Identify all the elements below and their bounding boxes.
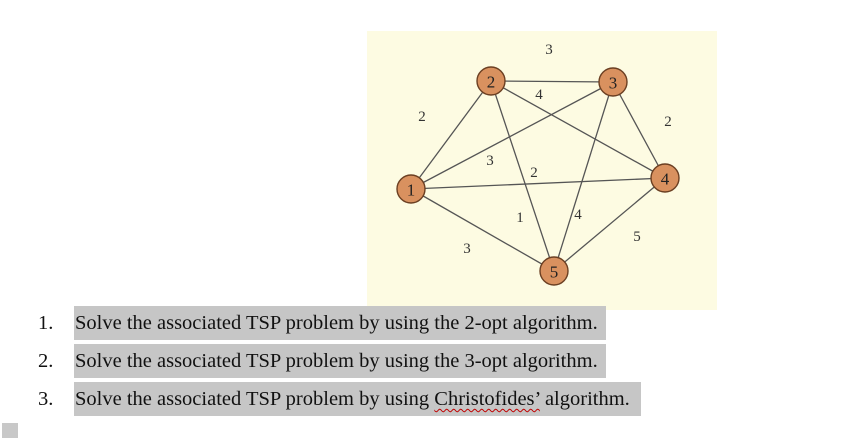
edge-2-3	[490, 80, 614, 83]
edge-weight-2-3: 3	[545, 42, 553, 58]
edge-weights: 2 3 2 3 3 4 1 2 4 5	[418, 42, 672, 257]
question-text: Solve the associated TSP problem by usin…	[74, 344, 606, 378]
edge-weight-2-4: 4	[535, 87, 543, 103]
edge-weight-2-5: 1	[516, 210, 524, 226]
graph-edges	[410, 80, 666, 272]
graph-node-5: 5	[539, 256, 569, 286]
graph-node-label: 3	[609, 74, 618, 93]
edge-weight-1-5: 3	[463, 241, 471, 257]
graph-nodes: 1 2 3 4 5	[396, 66, 680, 286]
question-number: 2.	[38, 350, 54, 372]
graph-node-4: 4	[650, 163, 680, 193]
graph-node-label: 4	[661, 170, 670, 189]
edge-weight-1-2: 2	[418, 109, 426, 125]
question-text: Solve the associated TSP problem by usin…	[74, 306, 606, 340]
graph-node-3: 3	[598, 67, 628, 97]
question-text-start: Solve the associated TSP problem by usin…	[75, 388, 435, 410]
page-corner-marker	[2, 423, 18, 438]
edge-2-5	[490, 80, 555, 272]
graph-node-label: 5	[550, 263, 559, 282]
question-number: 3.	[38, 388, 54, 410]
graph-node-1: 1	[396, 174, 426, 204]
graph-figure: 2 3 2 3 3 4 1 2 4 5 1 2 3 4 5	[367, 31, 717, 310]
edge-1-2	[410, 80, 492, 190]
graph-node-label: 2	[487, 73, 496, 92]
graph-node-label: 1	[407, 181, 416, 200]
question-text: Solve the associated TSP problem by usin…	[74, 382, 641, 416]
edge-3-5	[553, 81, 614, 272]
edge-4-5	[553, 177, 666, 272]
graph-diagram: 2 3 2 3 3 4 1 2 4 5 1 2 3 4 5	[367, 31, 717, 310]
spellcheck-flagged-word[interactable]: Christofides’	[434, 388, 540, 410]
edge-1-4	[410, 177, 666, 190]
question-text-end: algorithm.	[539, 388, 630, 410]
edge-weight-3-5: 4	[574, 207, 582, 223]
edge-weight-3-4: 2	[664, 114, 672, 130]
edge-1-5	[410, 188, 555, 272]
edge-3-4	[612, 81, 666, 179]
edge-1-3	[410, 81, 614, 190]
edge-weight-4-5: 5	[633, 229, 641, 245]
question-number: 1.	[38, 312, 54, 334]
edge-weight-1-4: 2	[530, 165, 538, 181]
graph-node-2: 2	[476, 66, 506, 96]
edge-2-4	[490, 80, 666, 179]
edge-weight-1-3: 3	[486, 153, 494, 169]
